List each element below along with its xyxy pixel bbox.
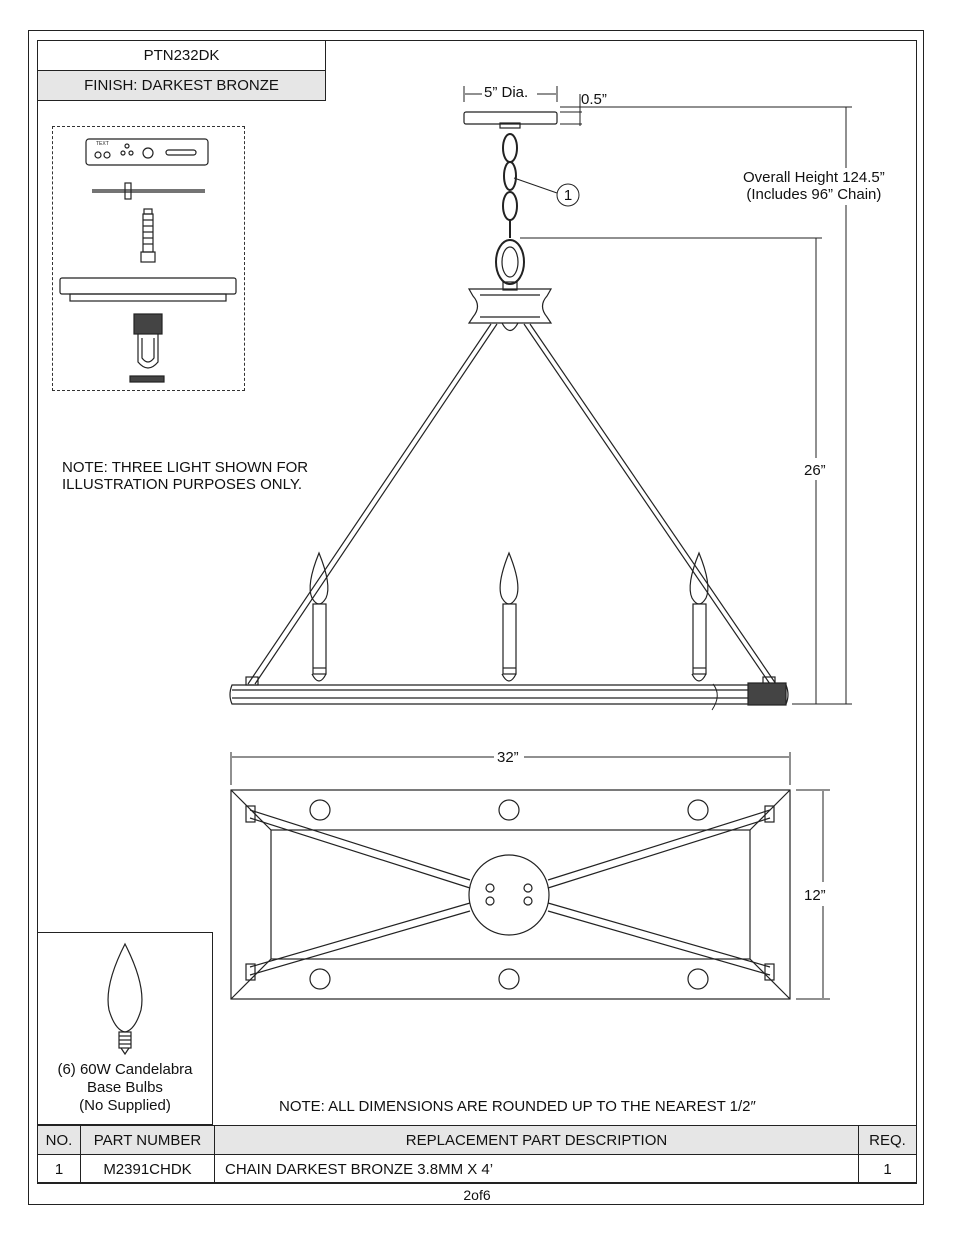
bulb-line3: (No Supplied) — [79, 1097, 171, 1114]
support-arms — [247, 323, 777, 685]
table-row: 1 M2391CHDK CHAIN DARKEST BRONZE 3.8MM X… — [37, 1154, 917, 1184]
candle-right — [689, 551, 709, 682]
row-description: CHAIN DARKEST BRONZE 3.8MM X 4’ — [214, 1154, 859, 1184]
mounting-kit-parts: TEXT — [59, 138, 237, 383]
bulb-info-box: (6) 60W Candelabra Base Bulbs (No Suppli… — [37, 932, 213, 1125]
table-header-row: NO. PART NUMBER REPLACEMENT PART DESCRIP… — [37, 1125, 917, 1155]
body-height-label: 26” — [804, 462, 826, 479]
page-number: 2of6 — [463, 1187, 491, 1203]
canopy-diameter-label: 5” Dia. — [484, 84, 529, 101]
header-no: NO. — [37, 1125, 81, 1155]
canopy-height-label: 0.5” — [581, 91, 607, 108]
top-view — [230, 789, 791, 1000]
row-req: 1 — [858, 1154, 917, 1184]
three-light-note: NOTE: THREE LIGHT SHOWN FOR ILLUSTRATION… — [62, 459, 308, 493]
header-description: REPLACEMENT PART DESCRIPTION — [214, 1125, 859, 1155]
depth-label: 12” — [804, 887, 826, 904]
height-dimension-lines — [520, 106, 852, 705]
overall-height-line1: Overall Height 124.5” — [743, 169, 885, 186]
canopy-dimension-lines — [463, 86, 610, 126]
bottom-frame-rail — [229, 676, 789, 711]
mounting-kit-box — [52, 126, 245, 391]
chain-callout — [513, 177, 580, 207]
outer-border — [28, 30, 924, 1205]
finish-label: FINISH: DARKEST BRONZE — [38, 71, 325, 100]
bulb-line1: (6) 60W Candelabra — [57, 1061, 193, 1078]
three-light-note-line2: ILLUSTRATION PURPOSES ONLY. — [62, 476, 303, 493]
model-number: PTN232DK — [38, 41, 325, 71]
width-label: 32” — [497, 749, 519, 766]
rounding-note: NOTE: ALL DIMENSIONS ARE ROUNDED UP TO T… — [279, 1098, 756, 1115]
chain-callout-number: 1 — [563, 187, 573, 204]
title-block: PTN232DK FINISH: DARKEST BRONZE — [37, 40, 326, 101]
three-light-note-line1: NOTE: THREE LIGHT SHOWN FOR — [62, 459, 309, 476]
center-hub — [467, 239, 553, 332]
replacement-parts-table: NO. PART NUMBER REPLACEMENT PART DESCRIP… — [37, 1125, 917, 1184]
row-part-number: M2391CHDK — [80, 1154, 215, 1184]
top-view-dimension-lines — [230, 752, 830, 1000]
row-no: 1 — [37, 1154, 81, 1184]
candle-center — [499, 551, 519, 682]
overall-height-label: Overall Height 124.5” (Includes 96” Chai… — [743, 169, 885, 203]
svg-text:TEXT: TEXT — [96, 141, 109, 147]
overall-height-line2: (Includes 96” Chain) — [746, 186, 882, 203]
candelabra-bulb-icon — [107, 942, 143, 1056]
canopy — [463, 111, 558, 129]
header-part-number: PART NUMBER — [80, 1125, 215, 1155]
header-req: REQ. — [858, 1125, 917, 1155]
bulb-description: (6) 60W Candelabra Base Bulbs (No Suppli… — [38, 1061, 212, 1115]
candle-left — [309, 551, 329, 682]
chain — [502, 133, 518, 238]
bulb-line2: Base Bulbs — [87, 1079, 163, 1096]
